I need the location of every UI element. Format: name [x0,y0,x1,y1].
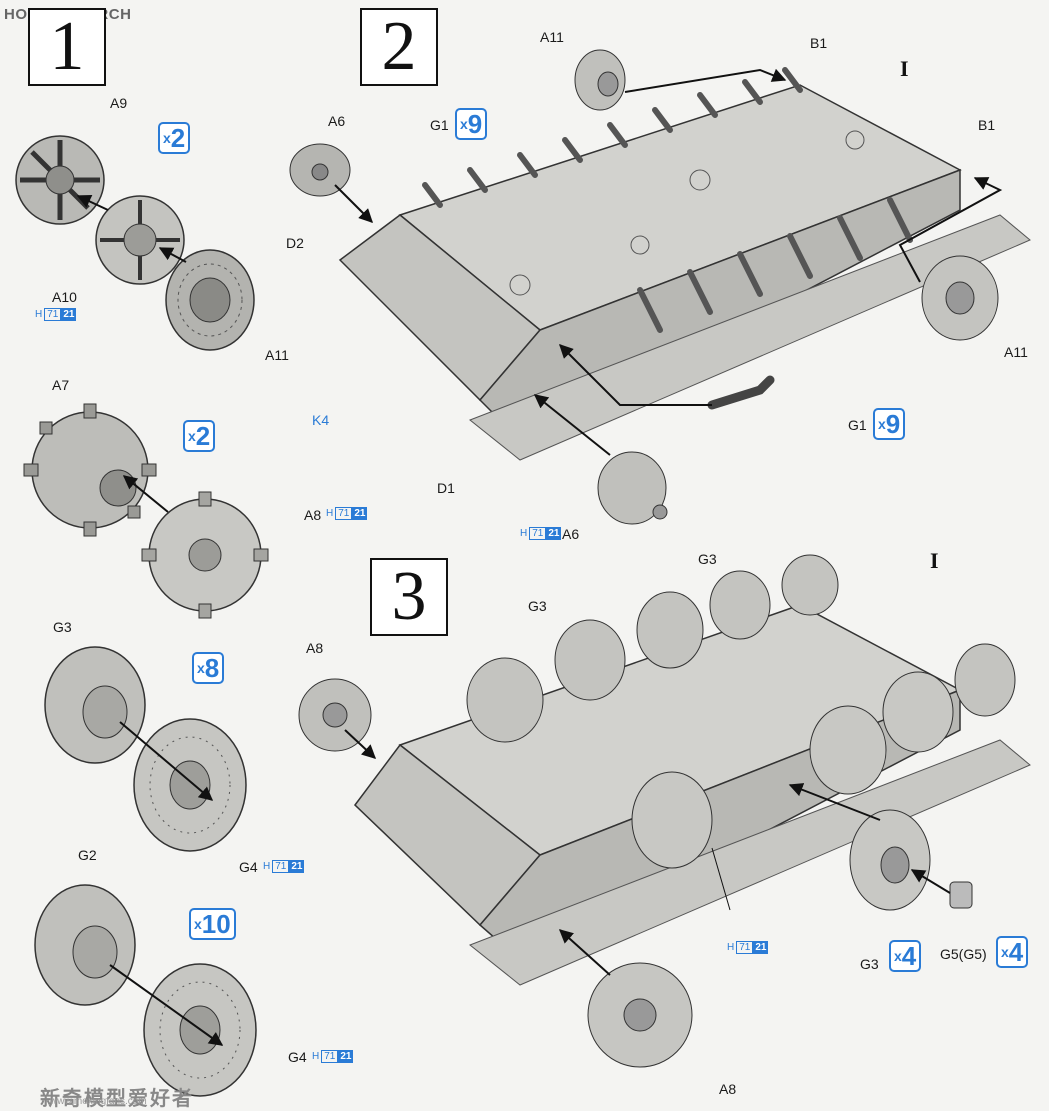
label-g4-b: G4 [288,1049,307,1065]
torsion-arms-bottom [637,197,913,333]
part-a10-wheel [95,195,185,285]
label-g1-bottom: G1 [848,417,867,433]
multiplier-g3: x8 [192,652,225,684]
label-d2: D2 [286,235,304,251]
part-a6-bottom [597,451,668,525]
watermark-url: www.moxingfans.com [50,1096,147,1107]
multiplier-g5: x4 [996,936,1029,968]
label-d1: D1 [437,480,455,496]
part-g4-roadwheel-inner [133,718,247,852]
label-b1-right: B1 [978,117,996,133]
label-a8-step3-bottom: A8 [719,1081,737,1097]
label-g3-step3-bottom: G3 [860,956,879,972]
part-a8-upper [298,678,372,752]
label-a11-step1: A11 [265,347,289,363]
roadwheels-top-row [466,554,1016,743]
multiplier-g3-step3: x4 [889,940,922,972]
part-a11-cover-disc [165,249,255,351]
multiplier-a7: x2 [183,420,216,452]
multiplier-a9: x2 [158,122,191,154]
multiplier-g1-top: x9 [455,108,488,140]
label-a11-right: A11 [1004,344,1028,360]
hull-step2 [338,84,1031,461]
label-g3-step3-b: G3 [698,551,717,567]
hull-marker-step3: I [930,548,939,573]
part-a8-lower [587,962,693,1068]
part-a11-top [574,49,626,111]
label-a9: A9 [110,95,128,111]
label-g5: G5(G5) [940,946,987,962]
torsion-arms-top [422,67,803,208]
label-a7: A7 [52,377,70,393]
label-a11-top: A11 [540,29,564,45]
step-number-3: 3 [370,558,448,636]
multiplier-g2: x10 [189,908,236,940]
step-number-1: 1 [28,8,106,86]
label-g2: G2 [78,847,97,863]
part-g3-roadwheel-outer [44,646,146,764]
part-g5-cap [949,881,973,909]
part-a11-right [921,255,999,341]
roadwheels-bottom-row [631,671,954,869]
label-k4: K4 [312,412,330,428]
part-a8-sprocket [141,491,269,619]
part-g2-roadwheel-outer [34,884,136,1006]
part-a9-spoked-wheel [15,135,105,225]
label-g4-a: G4 [239,859,258,875]
multiplier-g1-bottom: x9 [873,408,906,440]
label-a6-top: A6 [328,113,346,129]
part-a6-top [289,143,351,197]
watermark-cn: 新奇模型爱好者 [40,1088,194,1110]
part-g3-step3 [849,809,931,911]
label-b1-top: B1 [810,35,828,51]
step-number-2: 2 [360,8,438,86]
hull-marker-step2: I [900,56,909,81]
label-g3-step3-a: G3 [528,598,547,614]
label-g1-top: G1 [430,117,449,133]
label-a10: A10 [52,289,77,305]
part-g1-arm [707,375,775,410]
part-a7-sprocket [23,403,157,537]
label-a8-step1: A8 [304,507,322,523]
label-a6-bottom: A6 [562,526,580,542]
label-a8-step3: A8 [306,640,324,656]
label-g3-step1: G3 [53,619,72,635]
